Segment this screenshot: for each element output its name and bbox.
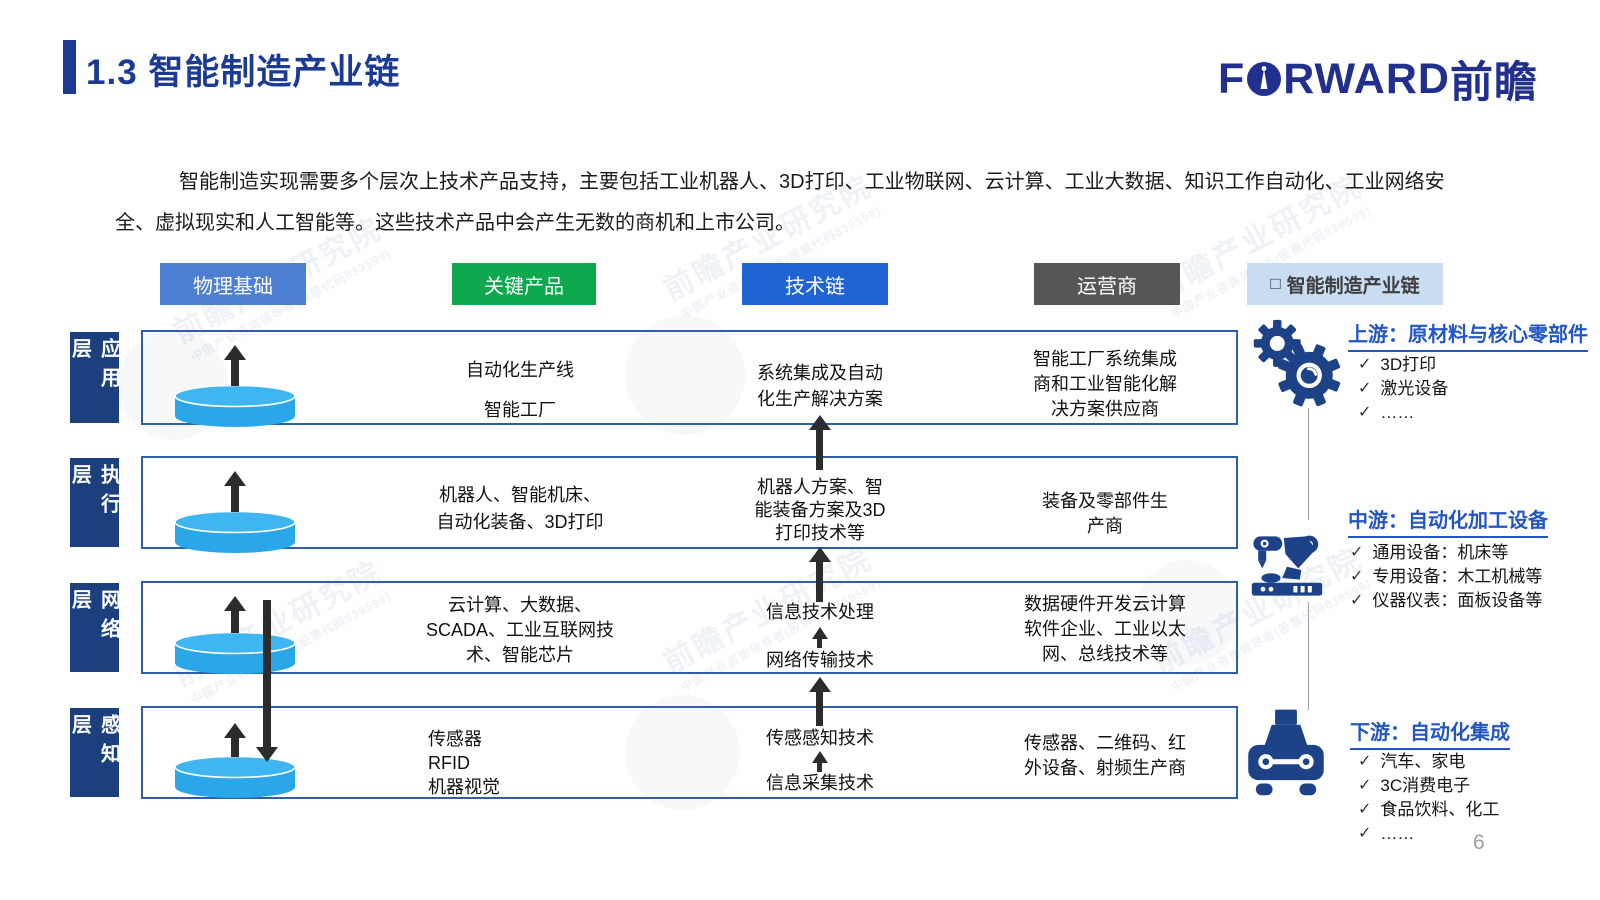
header-legend-label: 智能制造产业链 [1286,275,1420,297]
up-arrow-icon [816,692,823,726]
up-arrow-icon [817,763,822,772]
products-text-perception: 传感器 RFID 机器视觉 [428,729,500,797]
layer-label-perception: 感知层 [69,708,120,797]
chain-list-downstream: ✓汽车、家电 ✓3C消费电子 ✓食品饮料、化工 ✓…… [1358,750,1499,846]
tech-text-network-upper: 信息技术处理 [766,602,874,622]
gears-icon [1253,319,1341,407]
list-item: ✓通用设备：机床等 [1350,543,1509,562]
header-tech-chain: 技术链 [742,263,888,305]
up-arrow-icon [231,738,239,757]
chain-list-upstream: ✓3D打印 ✓激光设备 ✓…… [1358,353,1448,425]
list-item: ✓3C消费电子 [1358,776,1471,795]
globe-watermark [1135,560,1240,665]
logo-globe-icon [1247,62,1282,96]
header-key-products: 关键产品 [452,263,596,305]
car-icon [1248,709,1324,796]
layer-label-network: 网络层 [69,583,120,672]
check-icon: ✓ [1358,801,1372,818]
list-item: ✓…… [1358,824,1415,843]
tech-text-application: 系统集成及自动 化生产解决方案 [757,363,883,409]
disk-icon [174,631,296,674]
check-icon: ✓ [1350,592,1364,609]
list-item: ✓食品饮料、化工 [1358,800,1500,819]
disk-icon [174,755,296,798]
down-arrow-icon [263,600,271,747]
up-arrow-icon [231,611,239,633]
tech-text-execution: 机器人方案、智 能装备方案及3D 打印技术等 [754,477,886,543]
header-physical: 物理基础 [160,263,306,305]
check-icon: ✓ [1350,544,1364,561]
list-item: ✓专用设备：木工机械等 [1350,567,1543,586]
check-icon: ✓ [1350,568,1364,585]
page-number: 6 [1473,831,1485,854]
chain-connector-line [1308,602,1309,710]
chain-list-midstream: ✓通用设备：机床等 ✓专用设备：木工机械等 ✓仪器仪表：面板设备等 [1350,541,1542,613]
operators-text-execution: 装备及零部件生 产商 [1042,491,1168,536]
square-bullet-icon: □ [1270,274,1281,293]
check-icon: ✓ [1358,777,1372,794]
operators-text-network: 数据硬件开发云计算 软件企业、工业以太 网、总线技术等 [1024,594,1186,664]
logo-text-f: F [1218,54,1246,103]
chain-title-downstream: 下游：自动化集成 [1350,716,1510,750]
intro-paragraph: 智能制造实现需要多个层次上技术产品支持，主要包括工业机器人、3D打印、工业物联网… [115,171,1445,234]
disk-icon [174,510,296,553]
list-item: ✓汽车、家电 [1358,752,1466,771]
header-operators: 运营商 [1034,263,1180,305]
globe-watermark [625,695,740,810]
chain-title-upstream: 上游：原材料与核心零部件 [1348,318,1588,352]
title-accent-bar [63,40,76,94]
check-icon: ✓ [1358,825,1372,842]
operators-text-perception: 传感器、二维码、红 外设备、射频生产商 [1024,733,1186,778]
check-icon: ✓ [1358,380,1372,397]
products-text-execution: 机器人、智能机床、 自动化装备、3D打印 [436,485,604,532]
logo-text-rest: RWARD [1283,54,1450,103]
tech-text-perception-upper: 传感感知技术 [766,728,874,748]
list-item: ✓激光设备 [1358,379,1449,398]
up-arrow-icon [231,360,239,386]
layer-label-application: 应用层 [69,332,120,423]
machine-icon [1251,535,1323,596]
list-item: ✓仪器仪表：面板设备等 [1350,591,1543,610]
layer-row-network [141,581,1238,674]
logo-text-cn: 前瞻 [1449,59,1538,107]
check-icon: ✓ [1358,753,1372,770]
up-arrow-icon [231,486,239,512]
header-legend: □ 智能制造产业链 [1247,263,1443,305]
page-title: 1.3 智能制造产业链 [86,53,401,92]
chain-connector-line [1308,408,1309,520]
disk-icon [174,384,296,427]
list-item: ✓…… [1358,403,1415,422]
globe-watermark [625,315,745,435]
products-text-application: 自动化生产线 智能工厂 [466,360,574,420]
list-item: ✓3D打印 [1358,355,1437,374]
operators-text-application: 智能工厂系统集成 商和工业智能化解 决方案供应商 [1033,349,1177,419]
up-arrow-icon [816,562,823,602]
check-icon: ✓ [1358,404,1372,421]
check-icon: ✓ [1358,356,1372,373]
tech-text-network-lower: 网络传输技术 [766,650,874,670]
products-text-network: 云计算、大数据、 SCADA、工业互联网技 术、智能芯片 [425,595,614,665]
chain-title-midstream: 中游：自动化加工设备 [1348,504,1548,538]
layer-row-perception [141,706,1238,799]
tech-text-perception-lower: 信息采集技术 [766,773,874,793]
up-arrow-icon [817,639,822,648]
forward-logo: F RWARD 前瞻 [1218,48,1538,110]
layer-label-execution: 执行层 [69,458,120,547]
up-arrow-icon [816,430,823,470]
layer-row-application [141,330,1238,425]
layer-row-execution [141,456,1238,549]
